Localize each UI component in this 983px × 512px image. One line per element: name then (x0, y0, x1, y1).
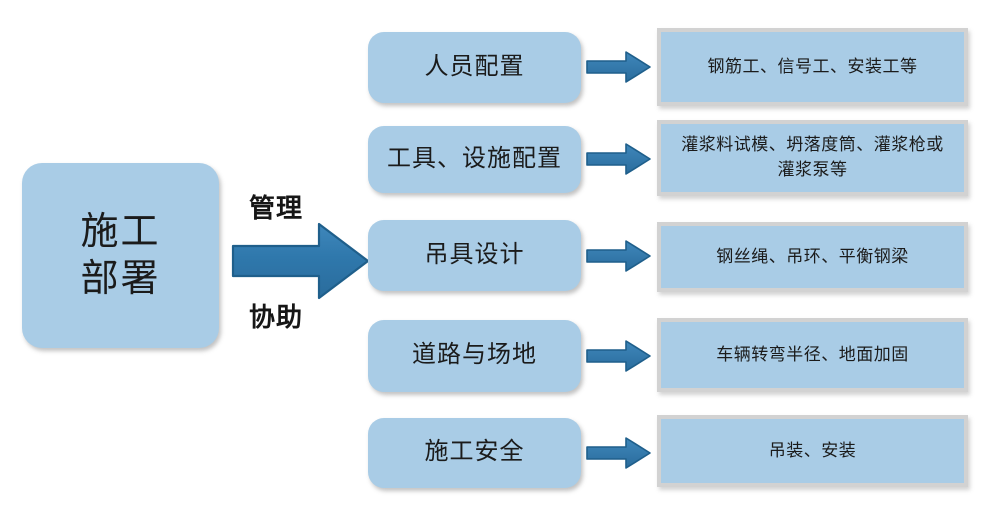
row-arrow-4 (586, 339, 652, 373)
right-arrow-icon (586, 143, 651, 175)
node-detail-3[interactable]: 钢丝绳、吊环、平衡钢梁 (657, 222, 968, 292)
right-arrow-icon (586, 340, 651, 372)
edge-label-assist: 协助 (249, 303, 304, 333)
node-category-4-label: 道路与场地 (412, 342, 537, 369)
node-detail-4-label: 车辆转弯半径、地面加固 (716, 344, 909, 364)
right-arrow-icon (231, 222, 370, 300)
node-detail-1-label: 钢筋工、信号工、安装工等 (707, 56, 918, 76)
edge-label-manage: 管理 (249, 194, 304, 224)
node-root-label: 施工 部署 (80, 211, 161, 300)
node-category-5[interactable]: 施工安全 (368, 418, 581, 488)
node-category-1[interactable]: 人员配置 (368, 32, 581, 103)
row-arrow-5 (586, 436, 652, 470)
node-category-4[interactable]: 道路与场地 (368, 320, 581, 392)
node-category-2-label: 工具、设施配置 (387, 145, 562, 172)
node-category-3-label: 吊具设计 (424, 241, 525, 268)
node-detail-2[interactable]: 灌浆料试模、坍落度筒、灌浆枪或灌浆泵等 (657, 120, 968, 196)
node-root[interactable]: 施工 部署 (22, 163, 219, 348)
node-category-2[interactable]: 工具、设施配置 (368, 126, 581, 193)
node-category-5-label: 施工安全 (424, 439, 525, 466)
node-category-1-label: 人员配置 (424, 53, 525, 80)
node-detail-1[interactable]: 钢筋工、信号工、安装工等 (657, 28, 968, 106)
right-arrow-icon (586, 240, 651, 272)
right-arrow-icon (586, 51, 651, 83)
node-detail-3-label: 钢丝绳、吊环、平衡钢梁 (716, 246, 909, 266)
node-detail-4[interactable]: 车辆转弯半径、地面加固 (657, 318, 968, 392)
node-category-3[interactable]: 吊具设计 (368, 220, 581, 291)
row-arrow-1 (586, 50, 652, 84)
main-arrow (231, 219, 371, 303)
row-arrow-2 (586, 142, 652, 176)
node-detail-5-label: 吊装、安装 (768, 440, 857, 460)
right-arrow-icon (586, 437, 651, 469)
node-detail-5[interactable]: 吊装、安装 (657, 415, 968, 487)
node-detail-2-label: 灌浆料试模、坍落度筒、灌浆枪或灌浆泵等 (681, 135, 944, 179)
row-arrow-3 (586, 239, 652, 273)
